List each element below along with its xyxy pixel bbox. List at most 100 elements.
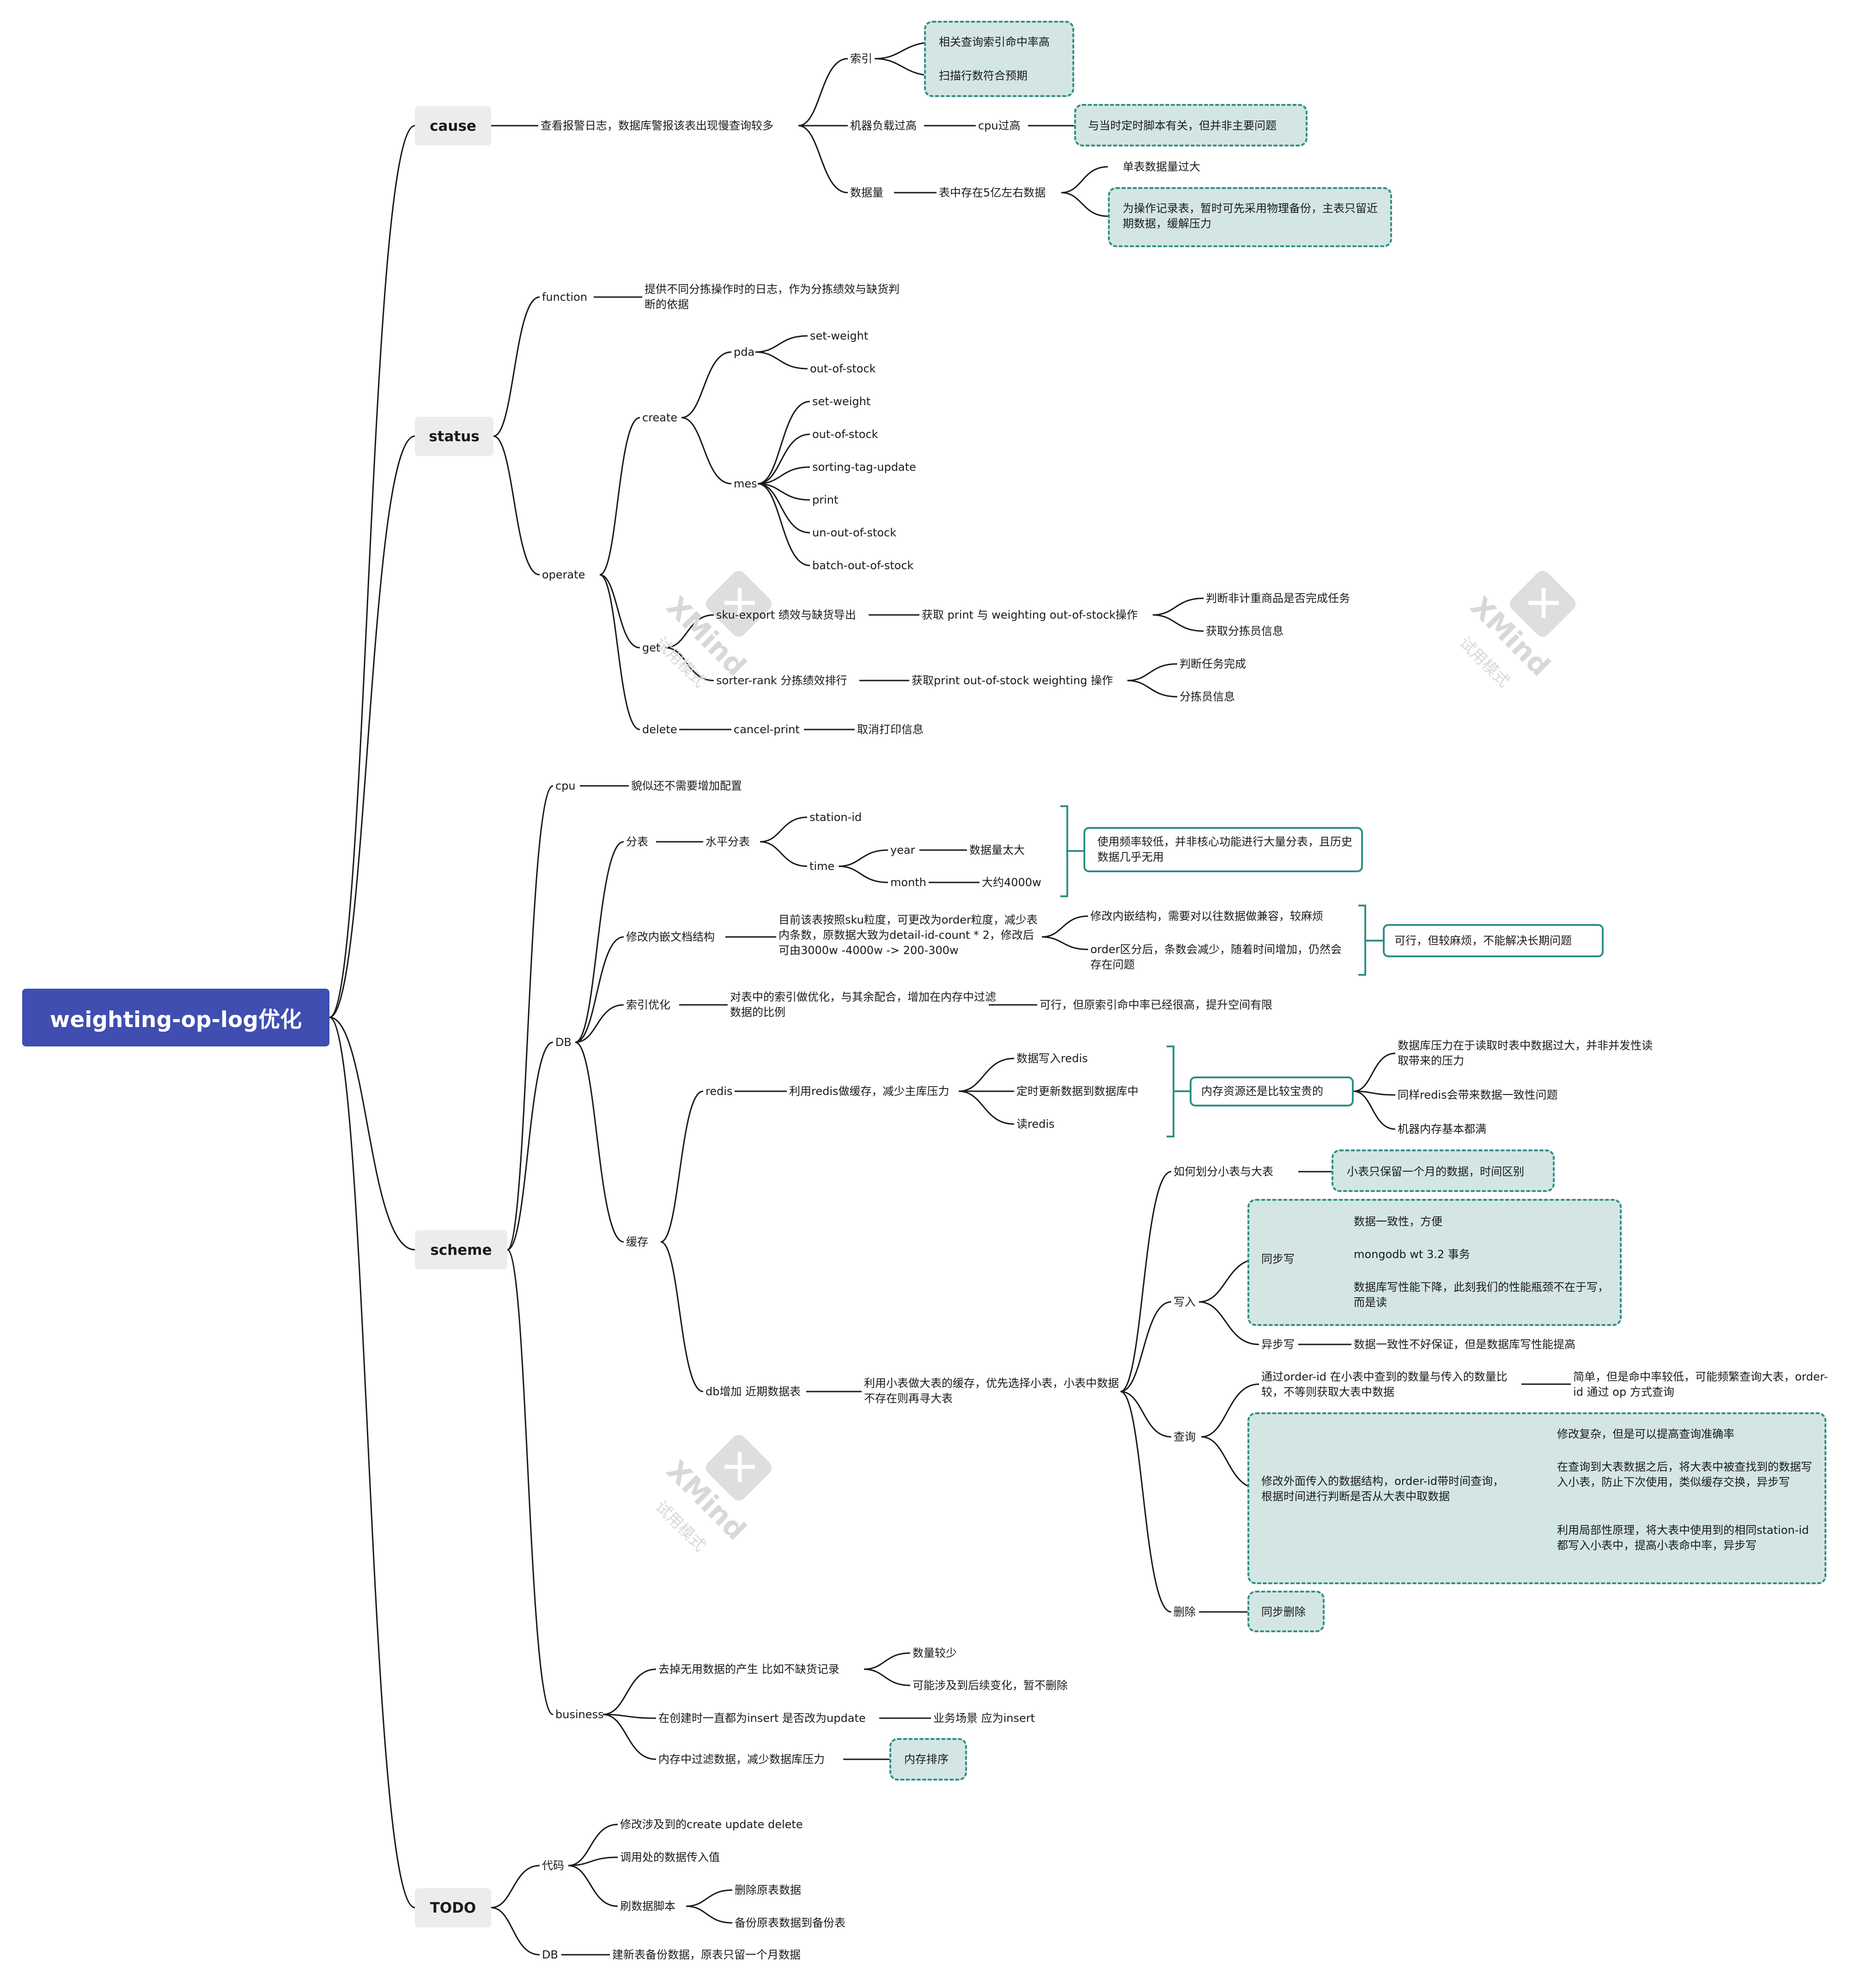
scheme-embed-b[interactable]: order区分后，条数会减少，随着时间增加，仍然会存在问题 [1090, 943, 1342, 971]
scheme-month-desc[interactable]: 大约4000w [982, 876, 1041, 889]
cause-index-a[interactable]: 相关查询索引命中率高 [939, 36, 1050, 49]
status-mes-item[interactable]: sorting-tag-update [812, 461, 916, 474]
scheme-redis-a[interactable]: 数据写入redis [1016, 1052, 1088, 1065]
scheme-async[interactable]: 异步写 [1261, 1338, 1295, 1351]
topic-status[interactable]: status [415, 417, 493, 456]
status-create[interactable]: create [642, 411, 678, 424]
cause-desc[interactable]: 查看报警日志，数据库警报该表出现慢查询较多 [541, 119, 773, 132]
scheme-embed-a[interactable]: 修改内嵌结构，需要对以往数据做兼容，较麻烦 [1090, 910, 1323, 923]
cause-volume[interactable]: 数据量 [850, 186, 883, 199]
topic-scheme[interactable]: scheme [415, 1230, 507, 1270]
cause-vol-a[interactable]: 单表数据量过大 [1123, 160, 1200, 173]
scheme-sync[interactable]: 同步写 [1261, 1252, 1295, 1265]
scheme-query-a-note[interactable]: 简单，但是命中率较低，可能频繁查询大表，order-id 通过 op 方式查询 [1573, 1370, 1828, 1398]
scheme-cache[interactable]: 缓存 [626, 1235, 648, 1248]
scheme-async-desc[interactable]: 数据一致性不好保证，但是数据库写性能提高 [1354, 1338, 1575, 1351]
status-mes-item[interactable]: print [812, 493, 839, 506]
status-sorter-a[interactable]: 判断任务完成 [1180, 657, 1246, 670]
scheme-embed[interactable]: 修改内嵌文档结构 [626, 930, 715, 943]
scheme-time[interactable]: time [809, 860, 835, 873]
scheme-redis[interactable]: redis [706, 1085, 733, 1098]
status-function-desc[interactable]: 提供不同分拣操作时的日志，作为分拣绩效与缺货判断的依据 [645, 283, 900, 311]
scheme-query-b3[interactable]: 利用局部性原理，将大表中使用到的相同station-id 都写入小表中，提高小表… [1557, 1524, 1809, 1552]
scheme-index-note[interactable]: 可行，但原索引命中率已经很高，提升空间有限 [1040, 998, 1272, 1011]
cause-cpu-note[interactable]: 与当时定时脚本有关，但并非主要问题 [1088, 119, 1277, 132]
scheme-biz-a1[interactable]: 数量较少 [912, 1647, 957, 1660]
status-sku-a[interactable]: 判断非计重商品是否完成任务 [1206, 592, 1350, 605]
status-cancel-desc[interactable]: 取消打印信息 [857, 723, 924, 736]
status-delete[interactable]: delete [642, 723, 677, 736]
scheme-business[interactable]: business [555, 1708, 604, 1721]
todo-code-b[interactable]: 调用处的数据传入值 [620, 1851, 720, 1864]
scheme-query[interactable]: 查询 [1174, 1430, 1196, 1443]
status-sku-export[interactable]: sku-export 绩效与缺货导出 [716, 608, 856, 621]
status-function[interactable]: function [542, 291, 588, 304]
scheme-query-a[interactable]: 通过order-id 在小表中查到的数量与传入的数量比较，不等则获取大表中数据 [1261, 1370, 1508, 1398]
scheme-recent[interactable]: db增加 近期数据表 [706, 1385, 801, 1398]
cause-vol-b[interactable]: 为操作记录表，暂时可先采用物理备份，主表只留近期数据，缓解压力 [1123, 202, 1378, 230]
todo-code[interactable]: 代码 [542, 1859, 564, 1872]
scheme-biz-b1[interactable]: 业务场景 应为insert [933, 1712, 1035, 1725]
scheme-redis-c[interactable]: 读redis [1016, 1118, 1055, 1131]
status-get[interactable]: get [642, 641, 661, 654]
scheme-redis-n3[interactable]: 机器内存基本都满 [1398, 1123, 1486, 1136]
scheme-embed-note[interactable]: 可行，但较麻烦，不能解决长期问题 [1394, 934, 1572, 947]
scheme-split[interactable]: 分表 [626, 835, 648, 848]
topic-todo[interactable]: TODO [415, 1888, 491, 1927]
status-mes-item[interactable]: out-of-stock [812, 428, 878, 441]
root-topic[interactable]: weighting-op-log优化 [22, 989, 329, 1046]
scheme-station-id[interactable]: station-id [809, 811, 862, 824]
scheme-biz-b[interactable]: 在创建时一直都为insert 是否改为update [658, 1712, 866, 1725]
status-mes-item[interactable]: un-out-of-stock [812, 526, 897, 539]
todo-db[interactable]: DB [542, 1948, 558, 1961]
status-mes-item[interactable]: batch-out-of-stock [812, 559, 914, 572]
cause-cpu[interactable]: cpu过高 [978, 119, 1021, 132]
status-sorter-rank[interactable]: sorter-rank 分拣绩效排行 [716, 674, 847, 687]
status-mes-item[interactable]: set-weight [812, 395, 871, 408]
scheme-redis-n2[interactable]: 同样redis会带来数据一致性问题 [1398, 1088, 1558, 1101]
scheme-recent-desc[interactable]: 利用小表做大表的缓存，优先选择小表，小表中数据不存在则再寻大表 [864, 1377, 1119, 1405]
scheme-cpu[interactable]: cpu [555, 779, 576, 792]
status-sorter-op[interactable]: 获取print out-of-stock weighting 操作 [912, 674, 1113, 687]
todo-code-c2[interactable]: 备份原表数据到备份表 [735, 1916, 845, 1929]
scheme-biz-a[interactable]: 去掉无用数据的产生 比如不缺货记录 [658, 1663, 839, 1676]
scheme-db[interactable]: DB [555, 1036, 572, 1049]
scheme-redis-b[interactable]: 定时更新数据到数据库中 [1016, 1085, 1138, 1098]
scheme-cpu-desc[interactable]: 貌似还不需要增加配置 [631, 779, 742, 792]
status-sku-b[interactable]: 获取分拣员信息 [1206, 625, 1283, 638]
scheme-index-desc[interactable]: 对表中的索引做优化，与其余配合，增加在内存中过滤数据的比例 [730, 991, 996, 1019]
status-pda-item[interactable]: out-of-stock [810, 362, 876, 375]
scheme-sync-a[interactable]: 数据一致性，方便 [1354, 1215, 1442, 1228]
cause-load[interactable]: 机器负载过高 [850, 119, 917, 132]
scheme-index-opt[interactable]: 索引优化 [626, 998, 670, 1011]
scheme-query-b2[interactable]: 在查询到大表数据之后，将大表中被查找到的数据写入小表，防止下次使用，类似缓存交换… [1557, 1460, 1812, 1489]
scheme-split-note[interactable]: 使用频率较低，并非核心功能进行大量分表，且历史数据几乎无用 [1097, 835, 1352, 863]
todo-code-c1[interactable]: 删除原表数据 [735, 1884, 801, 1897]
scheme-divide-note[interactable]: 小表只保留一个月的数据，时间区别 [1347, 1165, 1524, 1178]
scheme-del-note[interactable]: 同步删除 [1261, 1605, 1306, 1618]
scheme-del[interactable]: 删除 [1174, 1605, 1196, 1618]
scheme-embed-desc[interactable]: 目前该表按照sku粒度，可更改为order粒度，减少表内条数，原数据大致为det… [778, 913, 1038, 957]
scheme-year[interactable]: year [890, 844, 915, 857]
scheme-query-b[interactable]: 修改外面传入的数据结构，order-id带时间查询，根据时间进行判断是否从大表中… [1261, 1475, 1504, 1503]
status-operate[interactable]: operate [542, 568, 585, 581]
status-sorter-b[interactable]: 分拣员信息 [1180, 690, 1235, 703]
status-cancel-print[interactable]: cancel-print [734, 723, 800, 736]
scheme-month[interactable]: month [890, 876, 926, 889]
scheme-sync-c[interactable]: 数据库写性能下降，此刻我们的性能瓶颈不在于写，而是读 [1354, 1281, 1609, 1309]
cause-index[interactable]: 索引 [850, 52, 872, 65]
scheme-year-desc[interactable]: 数据量太大 [969, 844, 1025, 857]
todo-db-desc[interactable]: 建新表备份数据，原表只留一个月数据 [612, 1948, 801, 1961]
scheme-redis-n1[interactable]: 数据库压力在于读取时表中数据过大，并非并发性读取带来的压力 [1398, 1039, 1653, 1067]
status-mes[interactable]: mes [734, 477, 757, 490]
scheme-biz-c1[interactable]: 内存排序 [904, 1753, 949, 1766]
scheme-write[interactable]: 写入 [1174, 1295, 1196, 1308]
scheme-divide[interactable]: 如何划分小表与大表 [1174, 1165, 1273, 1178]
status-sku-export-op[interactable]: 获取 print 与 weighting out-of-stock操作 [922, 608, 1138, 621]
scheme-horizontal[interactable]: 水平分表 [706, 835, 750, 848]
todo-code-a[interactable]: 修改涉及到的create update delete [620, 1818, 803, 1831]
status-pda[interactable]: pda [734, 346, 755, 359]
scheme-biz-a2[interactable]: 可能涉及到后续变化，暂不删除 [912, 1679, 1068, 1692]
scheme-redis-note[interactable]: 内存资源还是比较宝贵的 [1201, 1085, 1323, 1098]
topic-cause[interactable]: cause [415, 106, 491, 146]
